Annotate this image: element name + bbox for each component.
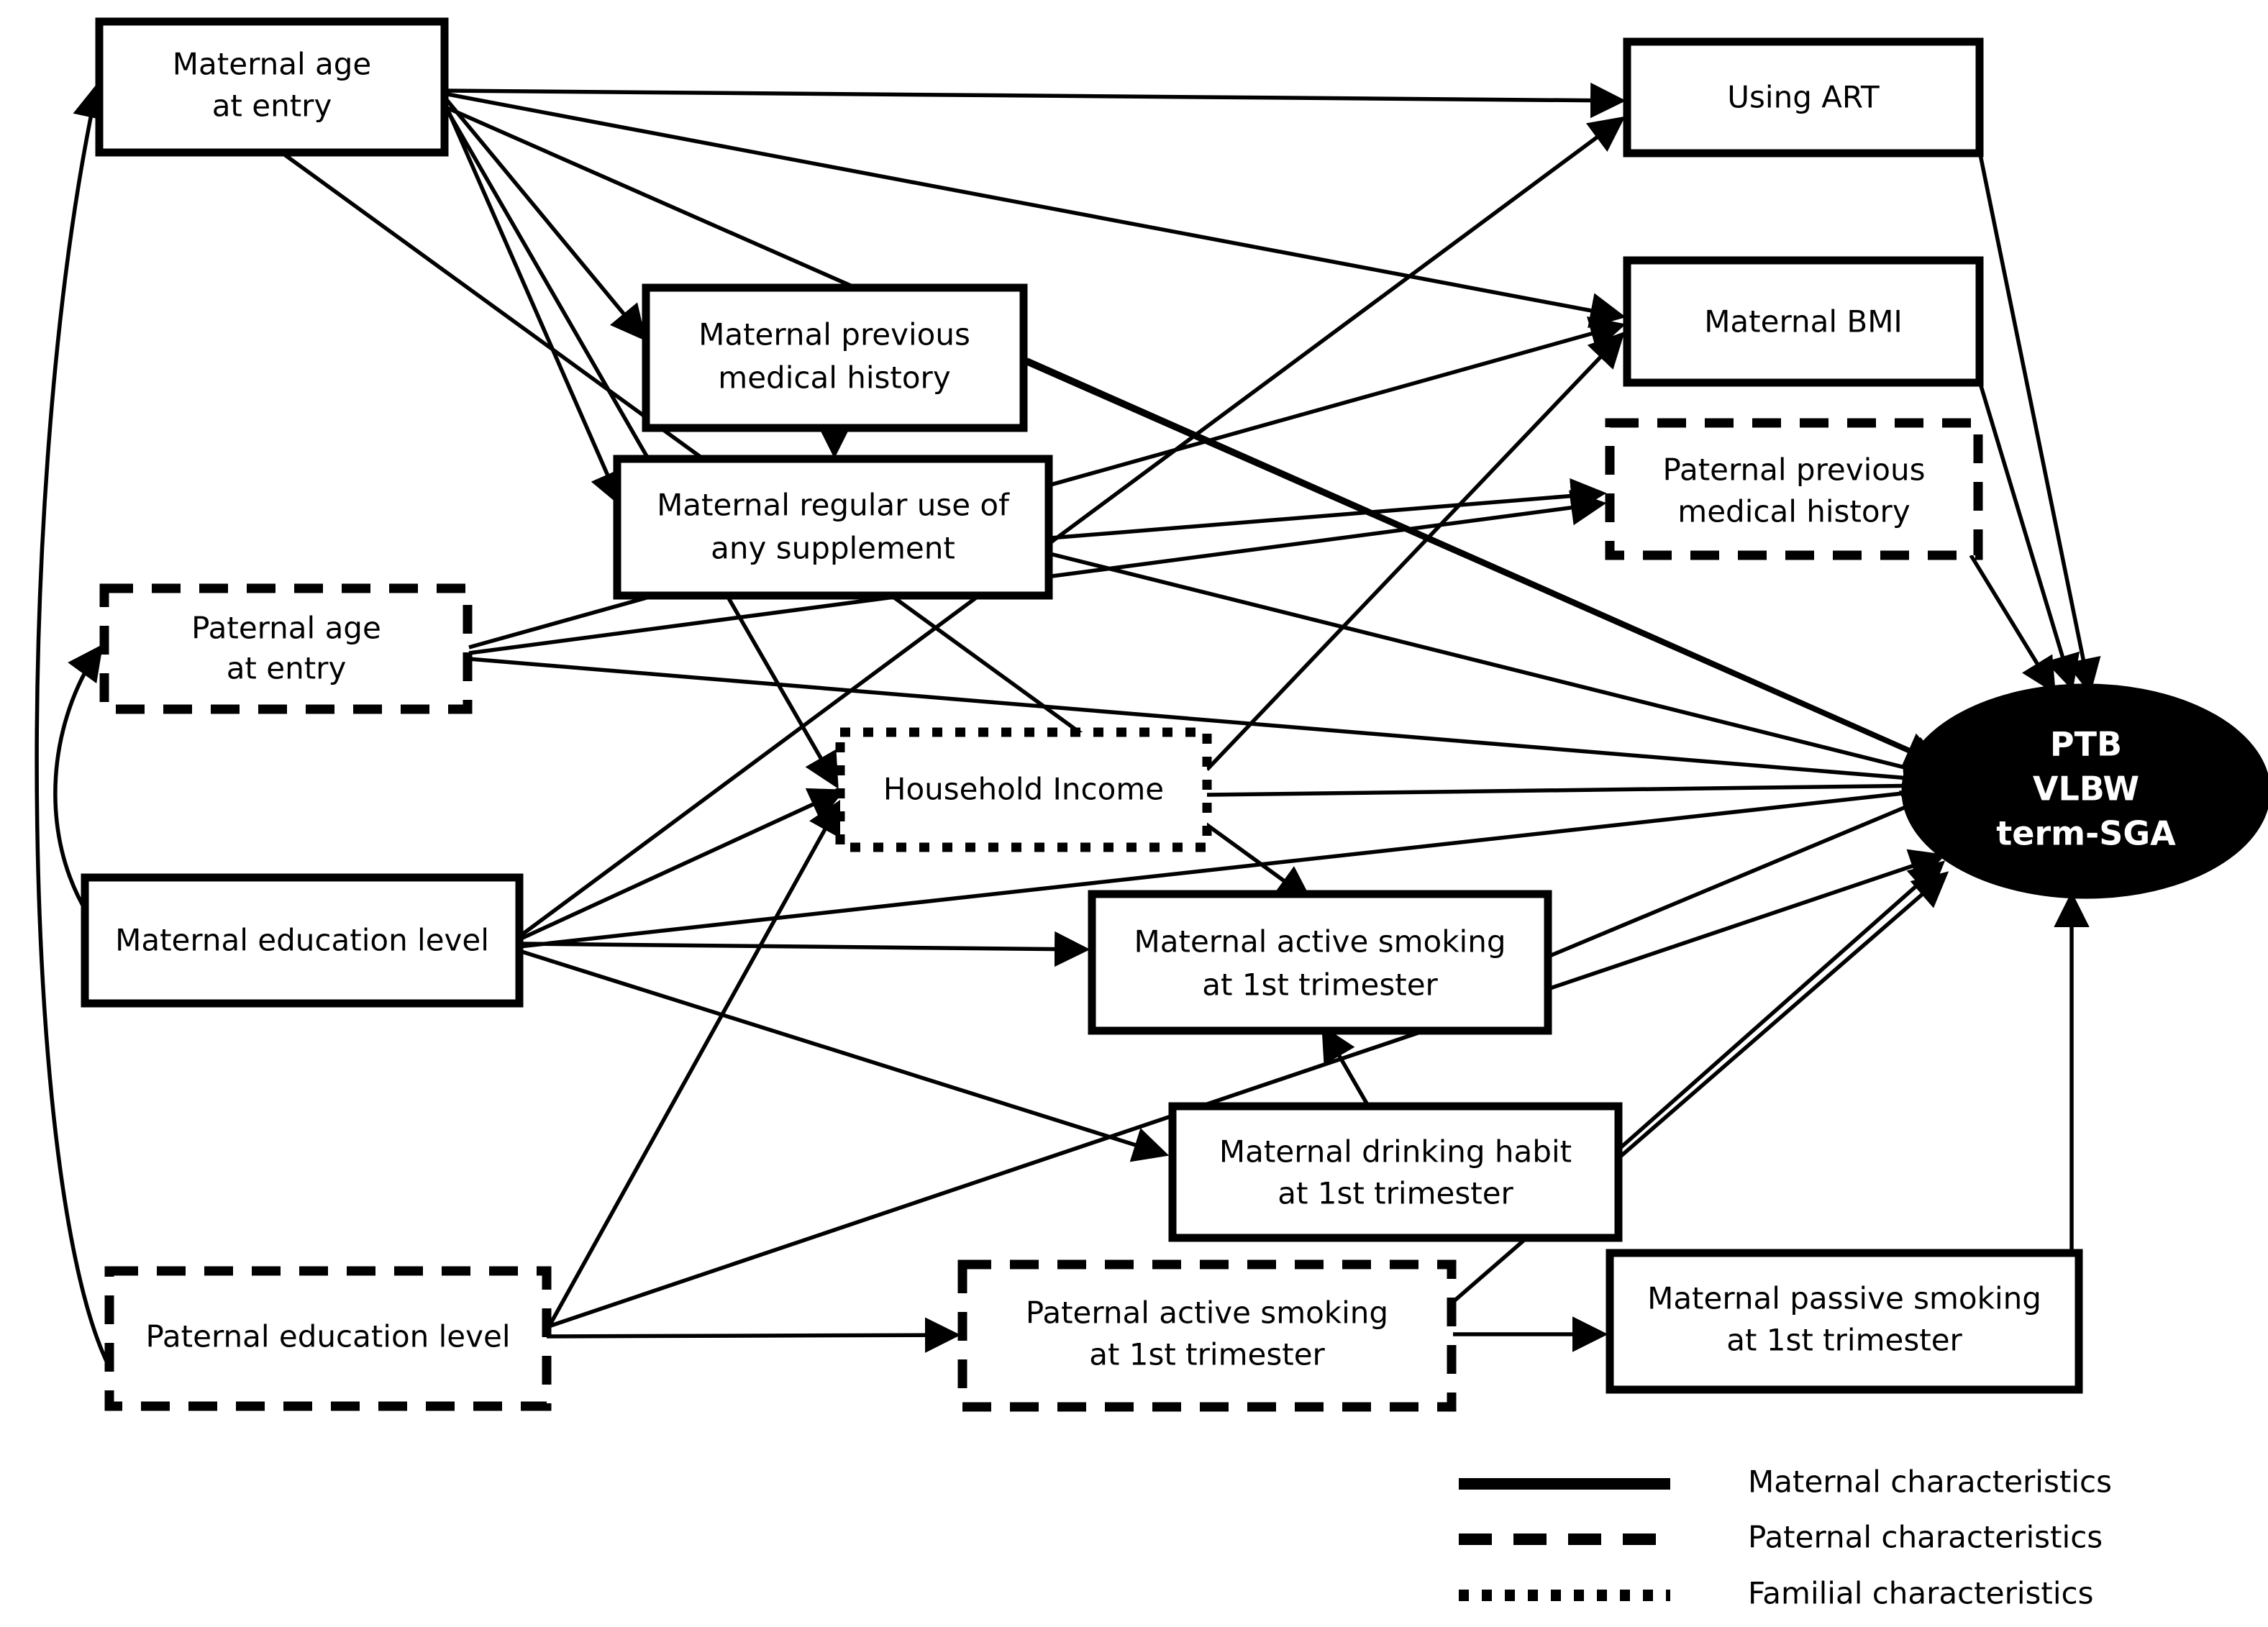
edge-maternal-education-to-maternal-smoking (519, 931, 1090, 967)
edge-paternal-education-to-household-income (545, 798, 842, 1332)
node-paternal-prev-hist[interactable]: Paternal previous medical history (1605, 418, 1983, 560)
edge-maternal-bmi-to-outcome (1977, 380, 2080, 691)
edge-maternal-smoking-to-outcome (1547, 790, 1939, 959)
node-maternal-supplement[interactable]: Maternal regular use of any supplement (613, 455, 1053, 600)
edge-maternal-education-to-outcome (519, 775, 1939, 949)
edge-household-income-to-maternal-bmi (1206, 332, 1625, 771)
legend-item-familial: Familial characteristics (1459, 1576, 2094, 1611)
node-paternal-smoking[interactable]: Paternal active smoking at 1st trimester (957, 1259, 1457, 1412)
edge-layer (35, 82, 2101, 1379)
edge-maternal-education-to-household-income (518, 788, 845, 942)
node-maternal-smoking-label-2: at 1st trimester (1202, 967, 1438, 1003)
node-maternal-education[interactable]: Maternal education level (81, 873, 524, 1008)
node-paternal-age[interactable]: Paternal age at entry (99, 583, 473, 714)
node-maternal-drinking[interactable]: Maternal drinking habit at 1st trimester (1168, 1102, 1623, 1242)
edge-using-art-to-outcome (1977, 150, 2101, 695)
edge-maternal-education-to-using-art (518, 116, 1626, 939)
node-paternal-prev-hist-label-2: medical history (1677, 494, 1910, 529)
legend-item-paternal: Paternal characteristics (1459, 1520, 2103, 1555)
node-maternal-smoking[interactable]: Maternal active smoking at 1st trimester (1088, 890, 1552, 1035)
edge-paternal-age-to-outcome (468, 657, 1939, 796)
node-maternal-passive[interactable]: Maternal passive smoking at 1st trimeste… (1606, 1249, 2083, 1394)
edge-maternal-age-to-maternal-bmi (443, 91, 1626, 329)
edge-household-income-to-outcome (1206, 767, 1939, 804)
node-maternal-age[interactable]: Maternal age at entry (95, 17, 449, 157)
edge-maternal-prev-hist-to-outcome (1026, 357, 1942, 766)
node-maternal-bmi[interactable]: Maternal BMI (1623, 256, 1984, 387)
node-maternal-supplement-label-2: any supplement (711, 531, 955, 566)
legend-label-maternal: Maternal characteristics (1748, 1464, 2112, 1500)
edge-paternal-prev-hist-to-outcome (1969, 554, 2056, 694)
node-outcome-label-3: term-SGA (1996, 814, 2176, 853)
edge-maternal-education-to-maternal-drinking (519, 949, 1170, 1162)
node-paternal-education-label: Paternal education level (145, 1319, 510, 1354)
node-using-art[interactable]: Using ART (1623, 37, 1984, 158)
node-outcome-label-1: PTB (2050, 725, 2122, 764)
node-paternal-age-label-1: Paternal age (191, 611, 381, 646)
node-layer: Maternal age at entry Maternal previous … (81, 17, 2268, 1412)
edge-maternal-supplement-to-outcome (1049, 552, 1941, 785)
node-paternal-smoking-label-2: at 1st trimester (1089, 1337, 1325, 1372)
node-maternal-passive-label-2: at 1st trimester (1726, 1323, 1962, 1358)
node-maternal-age-label-1: Maternal age (173, 47, 371, 82)
node-household-income-label: Household Income (883, 772, 1164, 807)
node-maternal-drinking-label-1: Maternal drinking habit (1219, 1134, 1572, 1170)
node-household-income[interactable]: Household Income (835, 727, 1212, 852)
edge-maternal-age-to-maternal-prev-hist (442, 95, 647, 342)
edge-paternal-education-to-outcome (546, 849, 1946, 1329)
node-maternal-supplement-label-1: Maternal regular use of (657, 488, 1010, 523)
legend-label-familial: Familial characteristics (1748, 1576, 2094, 1611)
legend: Maternal characteristics Paternal charac… (1459, 1464, 2112, 1611)
node-paternal-age-label-2: at entry (227, 651, 347, 686)
node-maternal-bmi-label: Maternal BMI (1704, 304, 1903, 339)
edge-paternal-education-to-paternal-smoking (546, 1317, 961, 1353)
edge-maternal-drinking-to-outcome (1616, 860, 1946, 1153)
node-outcome[interactable]: PTB VLBW term-SGA (1901, 683, 2268, 899)
node-maternal-passive-label-1: Maternal passive smoking (1647, 1281, 2041, 1316)
edge-maternal-supplement-to-paternal-prev-hist (1049, 478, 1607, 540)
node-maternal-prev-hist-label-1: Maternal previous (698, 317, 970, 352)
node-maternal-drinking-label-2: at 1st trimester (1278, 1176, 1513, 1211)
legend-label-paternal: Paternal characteristics (1748, 1520, 2103, 1555)
node-using-art-label: Using ART (1727, 80, 1880, 115)
node-maternal-age-label-2: at entry (212, 88, 332, 124)
node-paternal-prev-hist-label-1: Paternal previous (1663, 452, 1926, 488)
edge-paternal-education-to-maternal-age (35, 82, 117, 1379)
node-maternal-education-label: Maternal education level (115, 923, 489, 958)
node-paternal-smoking-label-1: Paternal active smoking (1026, 1295, 1388, 1331)
legend-item-maternal: Maternal characteristics (1459, 1464, 2112, 1500)
edge-maternal-age-to-household-income (442, 103, 839, 789)
edge-maternal-age-to-using-art (443, 82, 1626, 119)
edge-maternal-age-to-maternal-supplement (442, 99, 624, 508)
node-maternal-prev-hist[interactable]: Maternal previous medical history (642, 283, 1028, 432)
node-paternal-education[interactable]: Paternal education level (104, 1266, 552, 1411)
node-maternal-smoking-label-1: Maternal active smoking (1134, 924, 1506, 960)
node-outcome-label-2: VLBW (2033, 770, 2139, 808)
node-maternal-prev-hist-label-2: medical history (718, 360, 950, 396)
